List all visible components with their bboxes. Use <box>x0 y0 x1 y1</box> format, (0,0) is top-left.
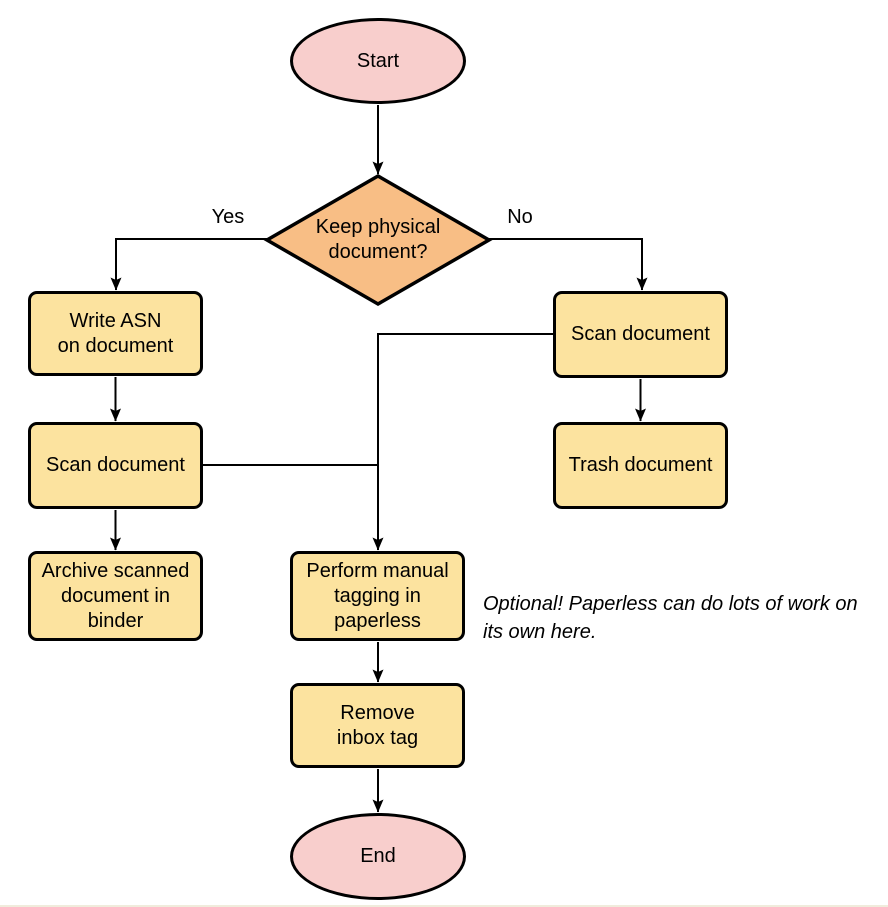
trash-document-process-node: Trash document <box>553 422 728 509</box>
decision-diamond-shape <box>263 173 493 307</box>
remove-inbox-tag-process-node: Remove inbox tag <box>290 683 465 768</box>
edge-label-yes: Yes <box>211 206 245 228</box>
start-terminator-node: Start <box>290 18 466 104</box>
archive-document-process-node: Archive scanned document in binder <box>28 551 203 641</box>
edge-scan-right-to-tagging <box>372 333 553 551</box>
write-asn-process-node: Write ASN on document <box>28 291 203 376</box>
end-terminator-node: End <box>290 813 466 900</box>
decision-diamond-label: Keep physical document? <box>315 216 441 263</box>
edge-decision-no-to-scan-right <box>489 238 648 291</box>
manual-tagging-process-node: Perform manual tagging in paperless <box>290 551 465 641</box>
optional-note-annotation: Optional! Paperless can do lots of work … <box>483 593 858 643</box>
scan-document-left-process-node: Scan document <box>28 422 203 509</box>
bottom-edge-divider <box>0 905 888 907</box>
edge-label-no: No <box>507 206 533 228</box>
scan-document-right-process-node: Scan document <box>553 291 728 378</box>
edge-decision-yes-to-write-asn <box>110 238 267 291</box>
